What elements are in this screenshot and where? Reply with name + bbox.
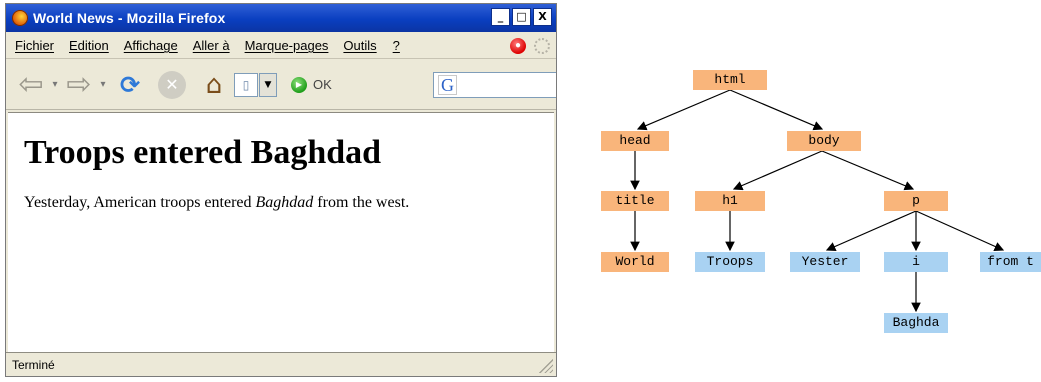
maximize-button[interactable]: □ [512,8,531,26]
node-body: body [787,131,861,151]
menu-fichier[interactable]: Fichier [15,38,55,53]
menu-outils[interactable]: Outils [343,38,377,53]
node-p: p [884,191,948,211]
dom-tree: html head body title h1 p World Troops Y… [595,60,1041,340]
page-icon: ▯ [234,72,258,97]
edge-p-yester [825,210,917,252]
resize-grip-icon[interactable] [539,359,553,373]
menu-marque-pages[interactable]: Marque-pages [244,38,329,53]
edge-body-p [821,150,915,191]
tree-edges [630,89,1005,313]
page-content: Troops entered Baghdad Yesterday, Americ… [8,112,554,352]
status-bar: Terminé [6,352,556,376]
node-from: from t [980,252,1041,272]
paragraph-emphasis: Baghdad [255,194,314,211]
go-button-label[interactable]: OK [313,77,332,92]
node-html: html [693,70,767,90]
window-controls: _ □ X [491,8,552,26]
page-paragraph: Yesterday, American troops entered Baghd… [24,193,554,213]
menu-affichage[interactable]: Affichage [123,38,178,53]
browser-window: World News - Mozilla Firefox _ □ X Fichi… [5,3,557,377]
menu-bar: Fichier Edition Affichage Aller à Marque… [6,33,556,59]
minimize-button[interactable]: _ [491,8,510,26]
home-icon[interactable]: ⌂ [205,69,223,100]
forward-arrow-icon[interactable]: ⇨ [66,67,92,102]
edge-html-head [636,89,731,131]
title-bar: World News - Mozilla Firefox _ □ X [6,4,556,32]
throbber-icon [534,38,550,54]
stop-badge-icon: ● [510,38,526,54]
menu-edition[interactable]: Edition [69,38,109,53]
node-h1: h1 [695,191,765,211]
menu-help[interactable]: ? [392,38,400,53]
paragraph-text-start: Yesterday, American troops entered [24,194,256,211]
reload-icon[interactable]: ⟳ [119,70,141,99]
edge-p-from [915,210,1005,251]
menu-aller[interactable]: Aller à [192,38,230,53]
back-arrow-icon[interactable]: ⇦ [18,67,44,102]
paragraph-text-end: from the west. [313,194,410,211]
node-i: i [884,252,948,272]
close-button[interactable]: X [533,8,552,26]
search-input[interactable]: G [433,72,556,98]
node-troops: Troops [695,252,765,272]
node-yester: Yester [790,252,860,272]
page-heading: Troops entered Baghdad [24,134,382,171]
stop-icon[interactable]: ✕ [158,70,186,99]
node-title: title [601,191,669,211]
node-head: head [601,131,669,151]
node-world: World [601,252,669,272]
forward-dropdown-icon[interactable]: ▾ [100,79,106,90]
google-icon[interactable]: G [438,75,457,95]
firefox-icon [12,10,28,26]
window-title: World News - Mozilla Firefox [33,10,226,26]
navigation-toolbar: ⇦ ▾ ⇨ ▾ ⟳ ✕ ⌂ ▯ ▼ ▶ OK G [6,60,556,110]
node-baghda: Baghda [884,313,948,333]
go-icon[interactable]: ▶ [291,76,307,93]
edge-body-h1 [732,150,823,191]
back-dropdown-icon[interactable]: ▾ [52,79,58,90]
status-text: Terminé [12,357,55,372]
edge-html-body [729,89,824,131]
url-dropdown-icon[interactable]: ▼ [259,72,277,97]
